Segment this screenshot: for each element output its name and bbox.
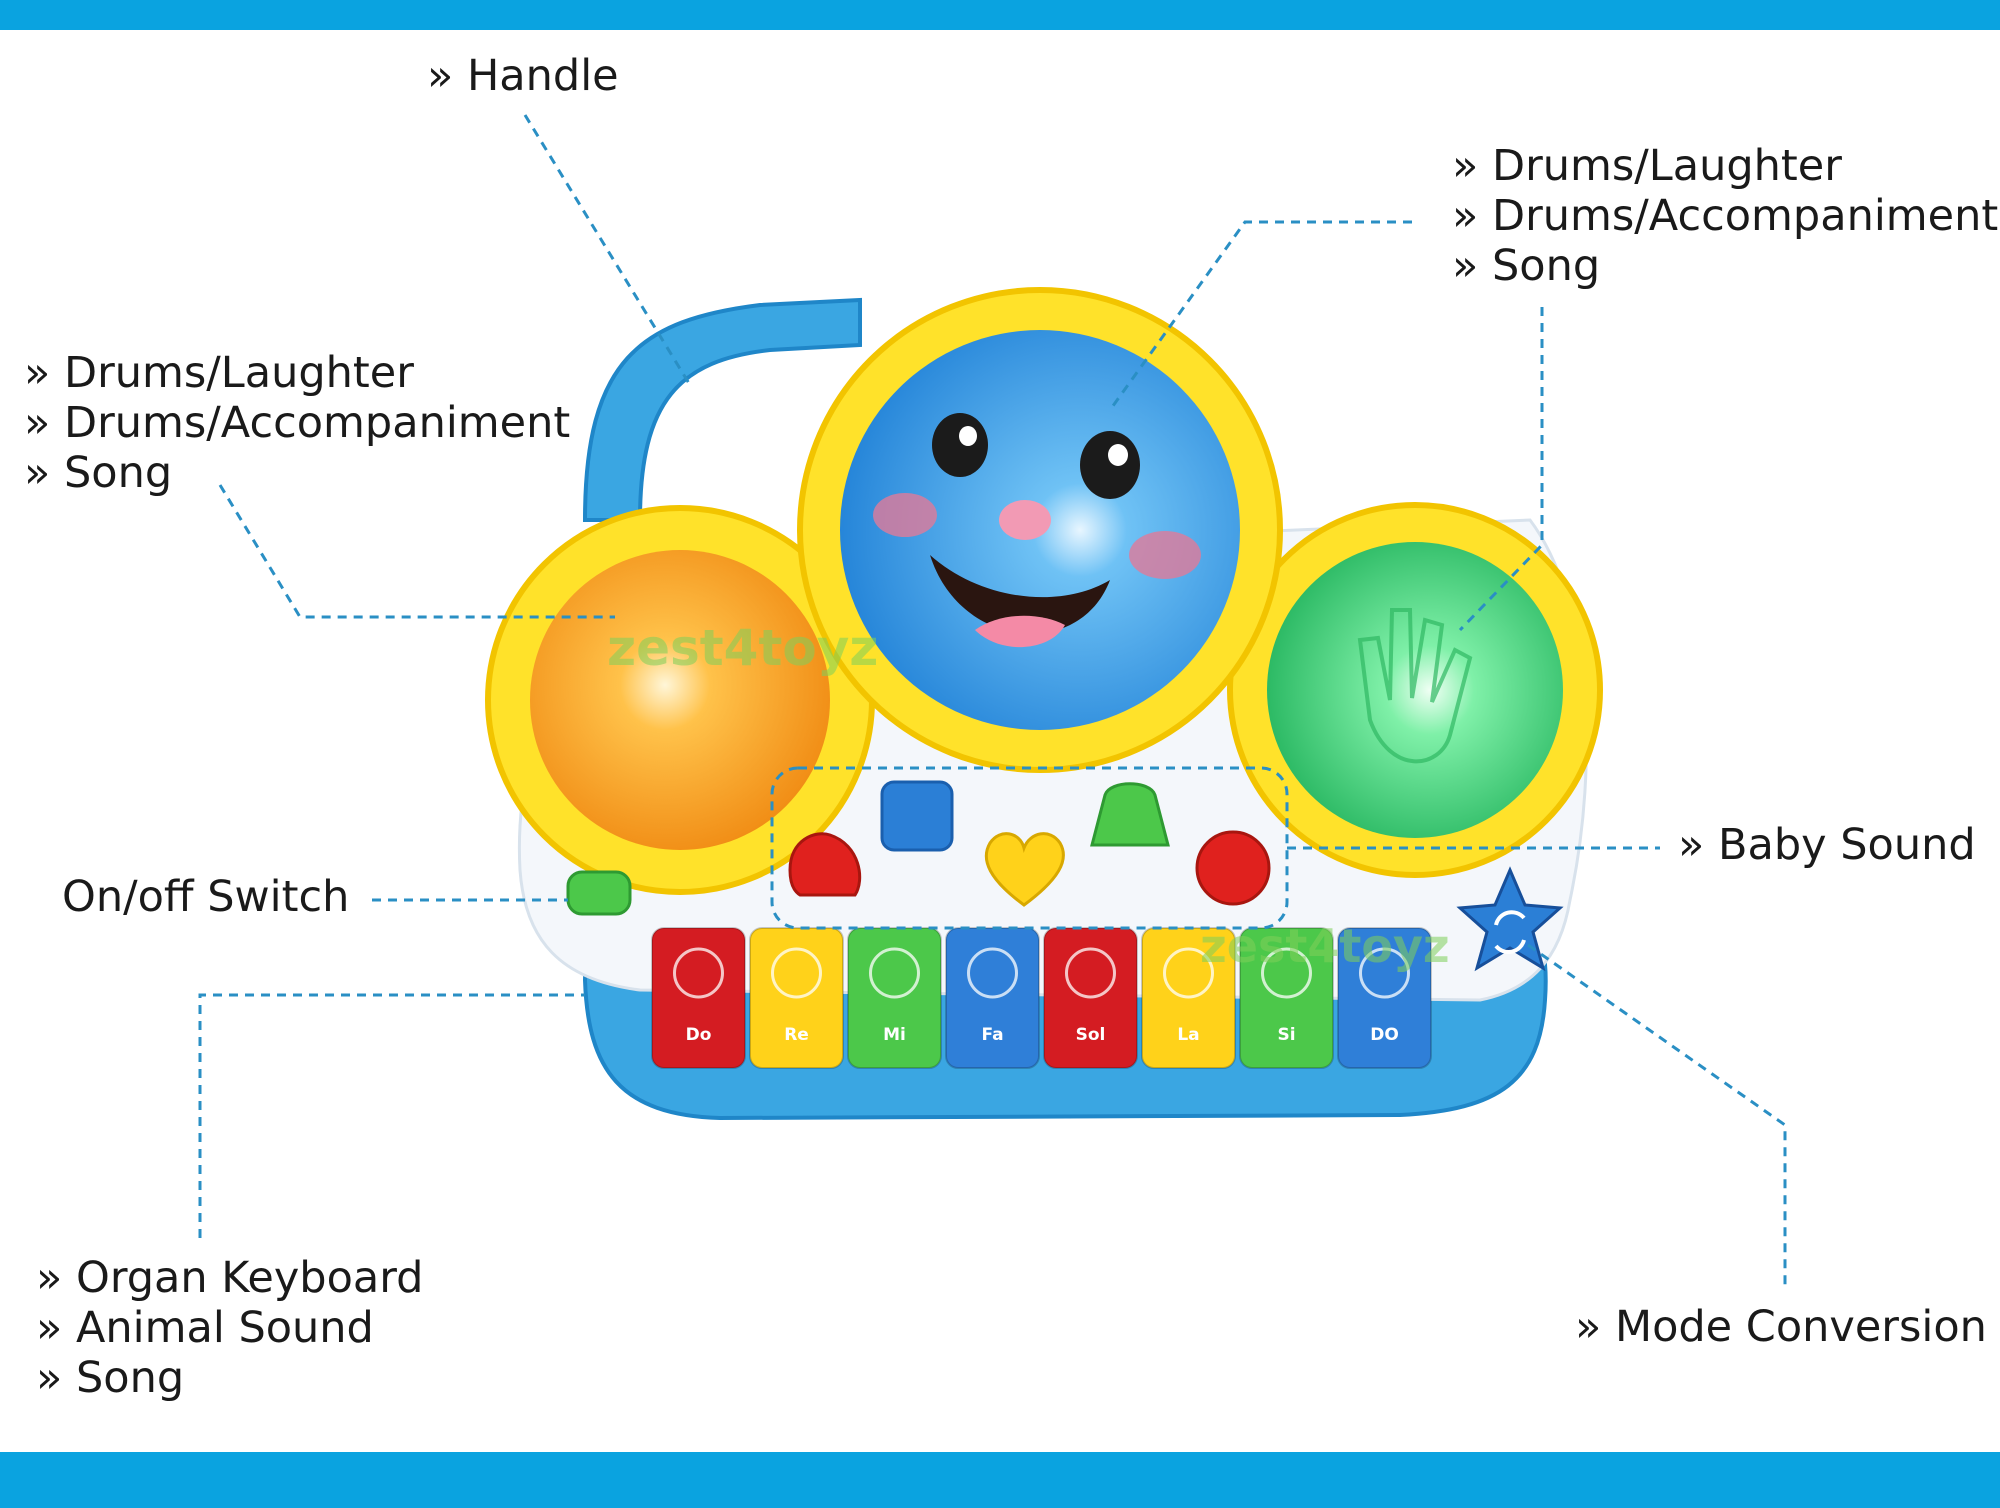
key-note-label: DO — [1370, 1025, 1399, 1045]
eye-left-icon — [932, 413, 988, 477]
smile-mouth-icon — [930, 555, 1110, 634]
baby-sound-box — [770, 766, 1289, 930]
refresh-icon — [1494, 910, 1526, 954]
key-note-label: Fa — [981, 1025, 1003, 1045]
piano-key-la[interactable]: La — [1141, 927, 1236, 1069]
keyboard: Do Re Mi Fa Sol La Si DO — [651, 927, 1432, 1069]
callout-baby-sound: » Baby Sound — [1678, 820, 1976, 870]
bee-icon — [771, 947, 822, 999]
handle — [582, 297, 862, 522]
key-note-label: Re — [784, 1025, 809, 1045]
eye-right-icon — [1080, 431, 1140, 499]
piano-key-re[interactable]: Re — [749, 927, 844, 1069]
baby-button-heart — [984, 832, 1065, 907]
baby-button-blue — [880, 780, 954, 852]
leader-drum-center — [1108, 220, 1412, 411]
piano-key-fa[interactable]: Fa — [945, 927, 1040, 1069]
leader-handle — [523, 114, 692, 386]
monkey-icon — [1163, 947, 1214, 999]
key-note-label: Do — [686, 1025, 712, 1045]
leader-drum-left — [218, 484, 615, 619]
piano-key-sol[interactable]: Sol — [1043, 927, 1138, 1069]
callout-keyboard: » Organ Keyboard » Animal Sound » Song — [36, 1253, 424, 1403]
callout-drum-left: » Drums/Laughter » Drums/Accompaniment »… — [24, 348, 571, 498]
piano-key-do[interactable]: DO — [1337, 927, 1432, 1069]
sheep-icon — [673, 947, 724, 999]
nose-icon — [999, 500, 1051, 540]
mode-star-button — [1456, 866, 1564, 972]
elephant-icon — [1359, 947, 1410, 999]
watermark: zest4toyz — [1200, 919, 1450, 973]
watermark: zest4toyz — [607, 619, 878, 677]
duck-icon — [869, 947, 920, 999]
piano-key-si[interactable]: Si — [1239, 927, 1334, 1069]
baby-button-red-left — [788, 832, 862, 897]
frog-icon — [1065, 947, 1116, 999]
bottom-band — [0, 1452, 2000, 1508]
callout-mode: » Mode Conversion — [1575, 1302, 1987, 1352]
baby-button-green — [1090, 782, 1170, 847]
callout-drum-center: » Drums/Laughter » Drums/Accompaniment »… — [1452, 141, 1999, 291]
on-off-switch — [566, 870, 632, 916]
leader-keyboard — [198, 993, 585, 1238]
key-note-label: Mi — [883, 1025, 906, 1045]
key-note-label: Si — [1277, 1025, 1295, 1045]
leader-mode — [1527, 943, 1787, 1285]
key-note-label: La — [1177, 1025, 1199, 1045]
cow-icon — [967, 947, 1018, 999]
baby-button-red-right — [1195, 830, 1271, 906]
cheek-right — [1129, 531, 1201, 579]
hand-print-icon — [1357, 608, 1473, 764]
piano-key-mi[interactable]: Mi — [847, 927, 942, 1069]
key-note-label: Sol — [1076, 1025, 1106, 1045]
bird-icon — [1261, 947, 1312, 999]
cheek-left — [873, 493, 937, 537]
callout-on-off: On/off Switch — [62, 872, 350, 922]
piano-key-do[interactable]: Do — [651, 927, 746, 1069]
drum-left-pad — [530, 550, 830, 850]
top-band — [0, 0, 2000, 30]
callout-handle: » Handle — [427, 51, 619, 101]
